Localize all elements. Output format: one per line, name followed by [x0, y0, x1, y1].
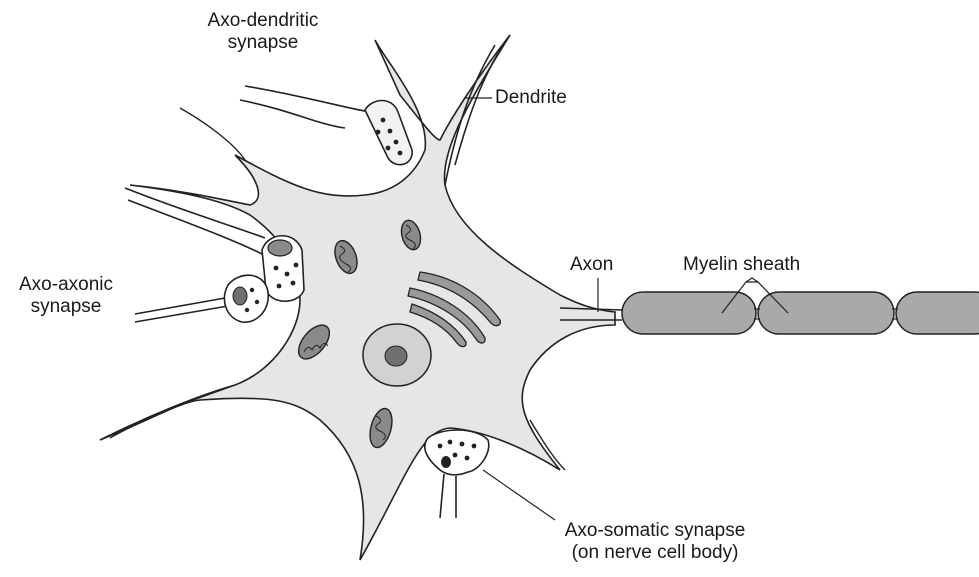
- label-axo-axonic-line1: Axo-axonic: [6, 274, 126, 296]
- axo-axonic-bouton-bottom: [224, 275, 268, 322]
- label-axo-dendritic-line1: Axo-dendritic: [188, 10, 338, 32]
- label-axon: Axon: [570, 254, 613, 276]
- dendrite-right: [445, 35, 510, 185]
- axo-somatic-leader: [483, 470, 555, 520]
- cell-body: [100, 35, 615, 560]
- label-axo-dendritic-line2: synapse: [188, 32, 338, 54]
- dendrite-upper-left-2: [245, 86, 370, 112]
- dendrite-thin: [180, 108, 245, 160]
- axo-somatic-bouton: [425, 430, 489, 518]
- label-axo-somatic-line1: Axo-somatic synapse: [555, 520, 755, 542]
- axo-axonic-fiber: [135, 298, 228, 322]
- myelin-sheath: [622, 292, 979, 334]
- dendrite-upper-left: [240, 100, 345, 128]
- label-dendrite: Dendrite: [495, 87, 567, 109]
- nucleolus: [385, 346, 407, 366]
- axo-dendritic-bouton: [365, 101, 412, 165]
- label-axo-somatic: Axo-somatic synapse (on nerve cell body): [555, 520, 755, 564]
- label-axo-axonic: Axo-axonic synapse: [6, 274, 126, 318]
- label-axo-somatic-line2: (on nerve cell body): [555, 542, 755, 564]
- label-axo-dendritic: Axo-dendritic synapse: [188, 10, 338, 54]
- label-axo-axonic-line2: synapse: [6, 296, 126, 318]
- label-myelin-sheath: Myelin sheath: [683, 254, 800, 276]
